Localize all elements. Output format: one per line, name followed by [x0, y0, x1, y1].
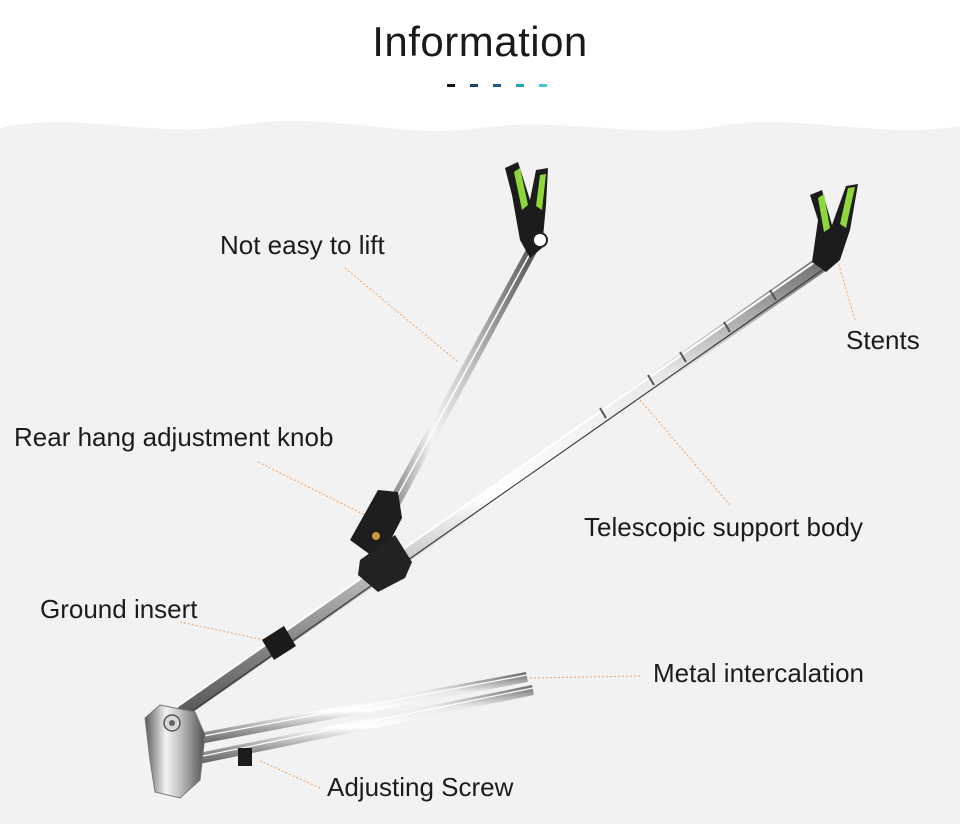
label-adjusting-screw: Adjusting Screw — [327, 772, 514, 802]
accent-dash — [539, 84, 547, 87]
accent-dash — [516, 84, 524, 87]
label-ground-insert: Ground insert — [40, 594, 198, 624]
label-metal-intercalation: Metal intercalation — [653, 658, 864, 688]
left-y-grip — [505, 162, 548, 258]
leader-lines — [179, 261, 856, 789]
accent-dash — [470, 84, 478, 87]
label-telescopic-body: Telescopic support body — [584, 512, 863, 542]
accent-dash — [493, 84, 501, 87]
label-not-easy-to-lift: Not easy to lift — [220, 230, 385, 260]
metal-intercalation-rods — [168, 672, 534, 770]
rear-hang-clamp — [350, 490, 412, 592]
base-plate — [144, 704, 206, 799]
right-y-grip — [810, 184, 858, 272]
rear-rod — [375, 246, 538, 528]
label-stents: Stents — [846, 325, 920, 355]
page-title: Information — [372, 18, 588, 65]
label-rear-hang-knob: Rear hang adjustment knob — [14, 422, 334, 452]
title-underline-dashes — [447, 84, 547, 88]
ground-insert-collar — [262, 626, 296, 660]
accent-dash — [447, 84, 455, 87]
adjusting-screw — [238, 748, 252, 766]
